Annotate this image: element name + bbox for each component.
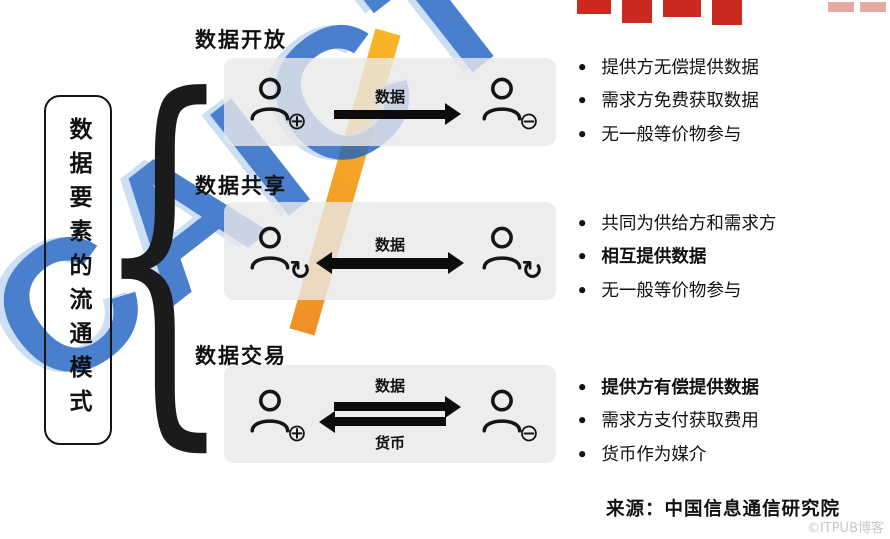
bullet-list: 提供方有偿提供数据 需求方支付获取费用 货币作为媒介 [576, 376, 881, 476]
plus-circle-icon: ⊕ [286, 107, 307, 135]
curly-brace: { [94, 18, 234, 483]
arrow-column: 数据 [310, 86, 470, 119]
corner-logo-fragment [828, 2, 886, 12]
minus-circle-icon: ⊖ [518, 107, 539, 135]
refresh-icon: ↻ [289, 256, 311, 286]
bullet-item: 提供方无偿提供数据 [576, 56, 881, 81]
person-provider-icon: ⊕ [246, 386, 307, 445]
person-receiver-icon: ⊖ [478, 386, 539, 445]
refresh-icon: ↻ [521, 256, 543, 286]
mode-title: 数据开放 [195, 28, 287, 52]
bullet-item: 无一般等价物参与 [576, 279, 881, 304]
bullet-item: 无一般等价物参与 [576, 123, 881, 148]
bullet-list: 提供方无偿提供数据 需求方免费获取数据 无一般等价物参与 [576, 56, 881, 156]
arrow-label: 数据 [374, 87, 405, 106]
flow-box: ⊕ 数据 ⊖ [224, 58, 556, 146]
bullet-item: 提供方有偿提供数据 [576, 376, 881, 401]
person-exchange-icon: ↻ [246, 223, 311, 284]
arrow-column: 数据 [310, 234, 470, 269]
bullet-item: 需求方支付获取费用 [576, 409, 881, 434]
person-exchange-icon: ↻ [478, 223, 543, 284]
plus-circle-icon: ⊕ [286, 419, 307, 447]
flow-box: ↻ 数据 ↻ [224, 202, 556, 300]
data-arrow-right [334, 402, 446, 411]
source-caption: 来源：中国信息通信研究院 [606, 499, 841, 520]
minus-circle-icon: ⊖ [518, 419, 539, 447]
person-receiver-icon: ⊖ [478, 74, 539, 133]
person-provider-icon: ⊕ [246, 74, 307, 133]
top-right-logo-fragment [577, 0, 742, 25]
blog-watermark: ©ITPUB博客 [806, 521, 884, 536]
bullet-item: 货币作为媒介 [576, 443, 881, 468]
flow-box: ⊕ 数据 货币 ⊖ [224, 365, 556, 463]
mode-title: 数据共享 [195, 174, 287, 198]
data-arrow-right [334, 109, 446, 119]
arrow-label-money: 货币 [374, 434, 405, 452]
bullet-list: 共同为供给方和需求方 相互提供数据 无一般等价物参与 [576, 212, 881, 312]
money-arrow-left [334, 417, 446, 426]
arrow-column: 数据 货币 [310, 375, 470, 453]
data-arrow-double [331, 257, 449, 269]
diagram-caption-box: 数据要素的流通模式 [44, 95, 112, 445]
arrow-label-data: 数据 [374, 377, 405, 395]
bullet-item: 需求方免费获取数据 [576, 89, 881, 114]
mode-title: 数据交易 [195, 344, 287, 368]
bullet-item: 共同为供给方和需求方 [576, 212, 881, 237]
arrow-label: 数据 [374, 235, 405, 254]
bullet-item: 相互提供数据 [576, 245, 881, 270]
